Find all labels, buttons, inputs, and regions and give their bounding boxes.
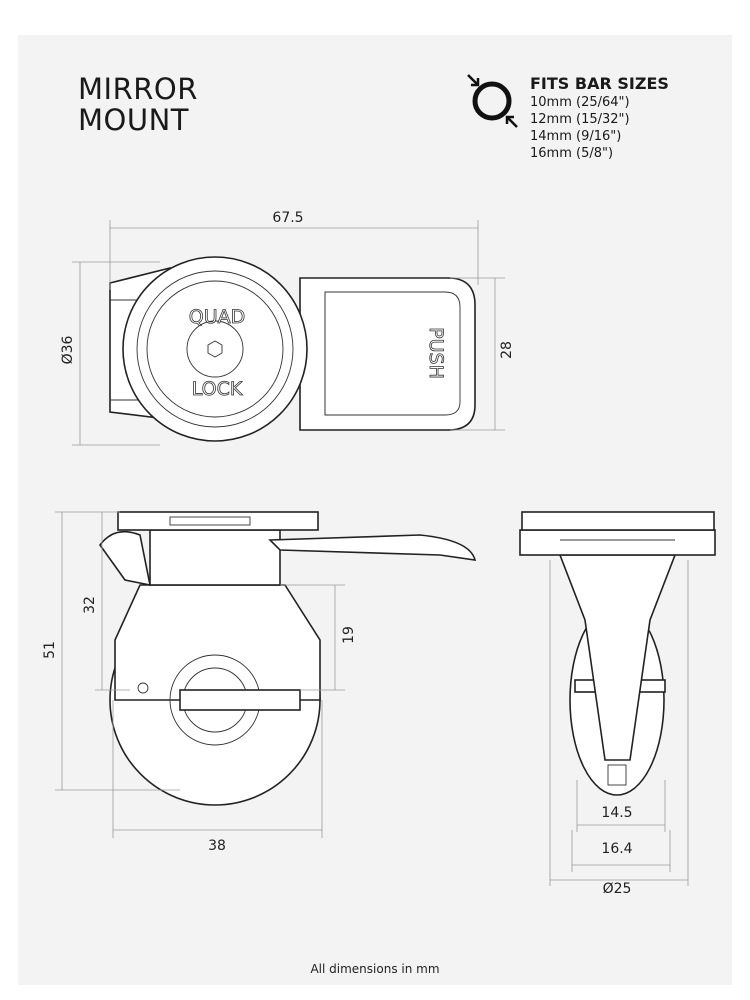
dim-clamp-width: 38 (208, 838, 226, 854)
dim-clamp-height: 19 (341, 626, 357, 644)
footer-note: All dimensions in mm (310, 962, 440, 976)
dimension-lines (55, 220, 689, 886)
side-view (99, 511, 477, 806)
size-item: 12mm (15/32") (530, 112, 630, 127)
dim-diameter-front: Ø25 (603, 881, 632, 897)
title-line-2: MOUNT (78, 103, 189, 137)
page-title: MIRROR MOUNT (78, 74, 198, 136)
front-view (519, 511, 716, 796)
size-item: 14mm (9/16") (530, 129, 622, 144)
dim-head-height: 32 (82, 596, 98, 614)
fits-bar-sizes: FITS BAR SIZES 10mm (25/64") 12mm (15/32… (530, 74, 669, 162)
size-item: 10mm (25/64") (530, 95, 630, 110)
fits-heading: FITS BAR SIZES (530, 74, 669, 93)
logo-quad: QUAD (189, 306, 246, 328)
bar-size-ring-icon (467, 74, 518, 128)
dim-diameter-top: Ø36 (60, 335, 76, 364)
dim-width-top: 67.5 (272, 210, 303, 226)
dim-inner-width: 14.5 (601, 805, 632, 821)
top-view: QUAD LOCK PUSH (109, 256, 476, 442)
logo-lock: LOCK (192, 378, 243, 400)
dim-outer-width: 16.4 (601, 841, 632, 857)
title-line-1: MIRROR (78, 72, 198, 106)
dim-total-height: 51 (42, 641, 58, 659)
push-label: PUSH (425, 327, 447, 379)
drawing-panel (18, 35, 732, 985)
size-item: 16mm (5/8") (530, 146, 614, 161)
dim-arm-height: 28 (499, 341, 515, 359)
